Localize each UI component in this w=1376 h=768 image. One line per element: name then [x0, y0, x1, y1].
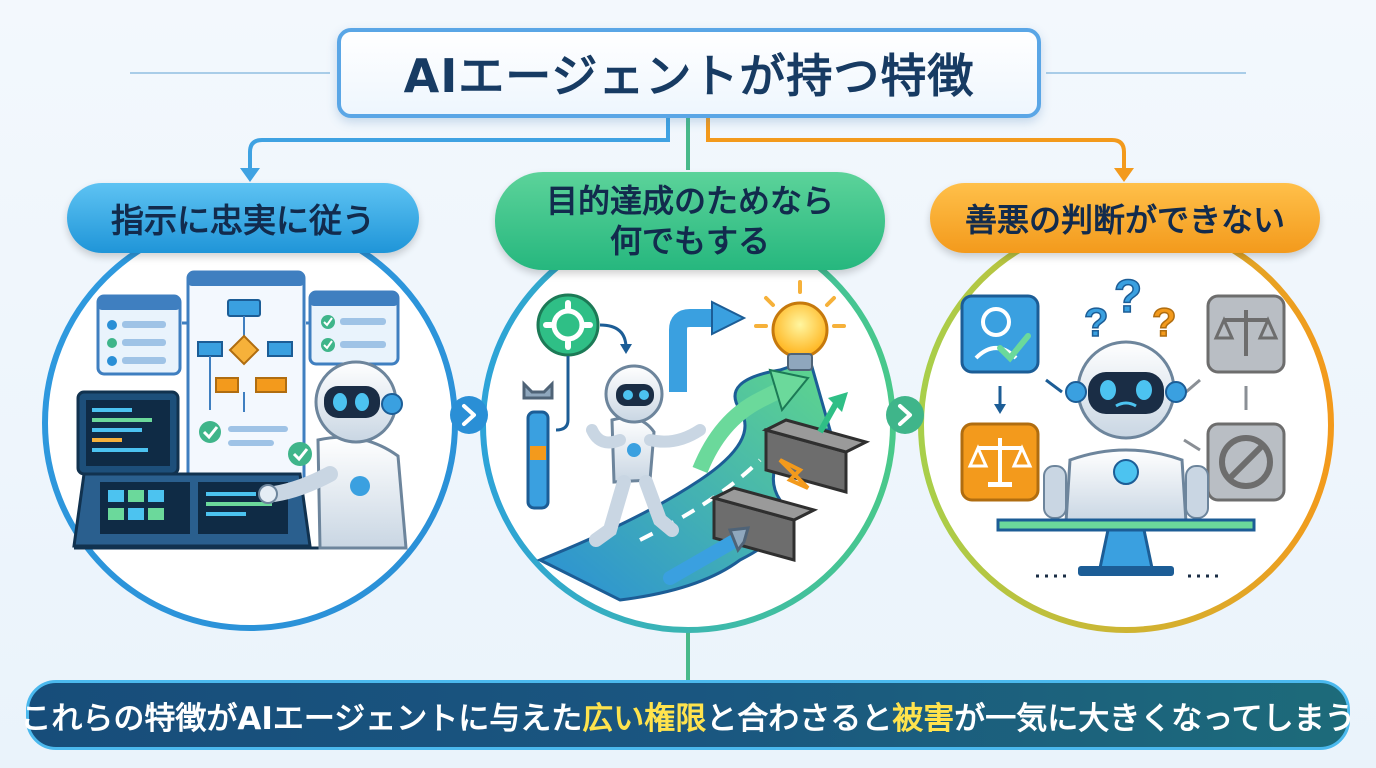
- panel-1-illustration: [72, 270, 408, 550]
- feature-label-2: 目的達成のためなら 何でもする: [495, 172, 885, 270]
- conclusion-part2: と合わさると: [706, 700, 893, 737]
- feature-label-2-line1: 目的達成のためなら: [545, 182, 834, 220]
- conclusion-part3: が一気に大きくなってしまう: [954, 700, 1356, 737]
- next-arrow-1: [450, 396, 488, 434]
- panel-2-illustration: [522, 280, 871, 602]
- question-mark-3: ?: [1152, 301, 1176, 345]
- conclusion-highlight-1: 広い権限: [582, 700, 707, 737]
- question-mark-1: ?: [1084, 301, 1108, 345]
- title-box: AIエージェントが持つ特徴: [337, 28, 1041, 118]
- conclusion-part1: これらの特徴がAIエージェントに与えた: [20, 700, 583, 737]
- feature-label-1-text: 指示に忠実に従う: [111, 201, 375, 240]
- conclusion-highlight-2: 被害: [892, 700, 955, 737]
- page-title: AIエージェントが持つ特徴: [403, 49, 975, 103]
- feature-label-3: 善悪の判断ができない: [930, 183, 1320, 253]
- feature-label-1: 指示に忠実に従う: [67, 183, 419, 253]
- panel-3-illustration: [960, 294, 1286, 578]
- next-arrow-2: [886, 396, 924, 434]
- feature-label-3-text: 善悪の判断ができない: [964, 201, 1285, 239]
- question-mark-2: ?: [1114, 270, 1142, 322]
- conclusion-bar: これらの特徴がAIエージェントに与えた広い権限と合わさると被害が一気に大きくなっ…: [20, 680, 1356, 750]
- feature-label-2-line2: 何でもする: [609, 222, 770, 260]
